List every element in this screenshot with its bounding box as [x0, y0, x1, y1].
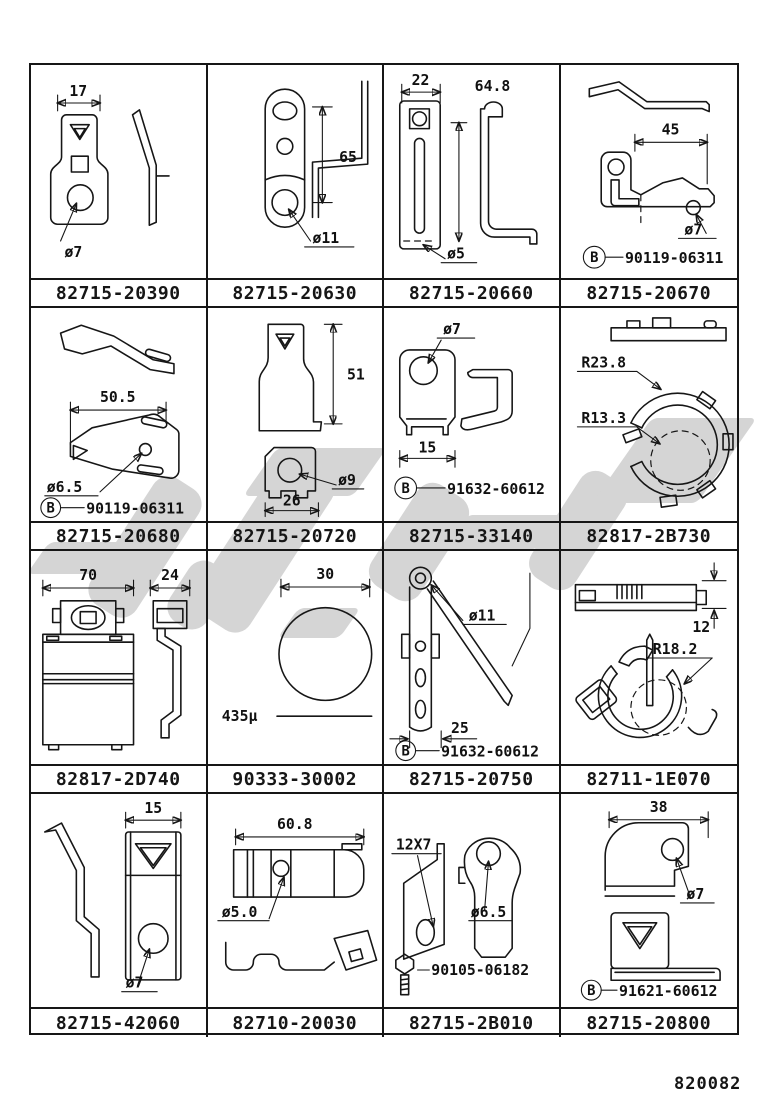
b-marker: B	[590, 250, 598, 266]
part-number-label: 82715-20800	[560, 1007, 737, 1037]
part-number-label: 82715-33140	[384, 521, 559, 549]
part-cell: 22 64.8 ø5 82715-20660	[384, 65, 561, 308]
part-drawing: ø7 15 B 91632-60612	[384, 308, 559, 521]
dim-label: 17	[69, 83, 87, 100]
dim-label: 12	[692, 618, 710, 636]
part-drawing: 45 ø7 B 90119-06311	[561, 65, 738, 278]
dim-label: 30	[316, 566, 334, 583]
part-drawing: 51 ø9 26	[208, 308, 383, 521]
dim-label: ø5	[447, 246, 465, 263]
b-ref-number: 91632-60612	[447, 481, 545, 498]
part-drawing: 70 24	[31, 551, 206, 764]
part-number-label: 82715-2B010	[384, 1007, 559, 1037]
dim-label: ø11	[312, 230, 339, 247]
part-cell: 12X7 ø6.5	[384, 794, 561, 1037]
part-number-label: 82817-2D740	[31, 764, 206, 792]
part-number-label: 82715-20750	[384, 764, 559, 792]
dim-label: 60.8	[276, 816, 312, 833]
part-number-label: 82715-20680	[31, 521, 206, 549]
b-ref-number: 91621-60612	[619, 982, 717, 1000]
b-ref-number: 90119-06311	[624, 249, 722, 267]
dim-label: 45	[661, 120, 679, 138]
dim-label: ø7	[443, 321, 461, 338]
dim-label: 435µ	[221, 708, 257, 725]
part-drawing: R23.8 R13.3	[561, 308, 738, 521]
parts-grid: 17 ø7 82715-20390	[29, 63, 739, 1037]
dim-label: 12X7	[396, 837, 432, 854]
dim-label: ø7	[65, 244, 83, 261]
part-drawing: ø11 25 B 91632-60612	[384, 551, 559, 764]
bolt-ref-number: 90105-06182	[431, 962, 529, 979]
dim-label: 64.8	[475, 78, 511, 95]
part-cell: 65 ø11 82715-20630	[207, 65, 384, 308]
dim-label: ø5.0	[221, 904, 257, 921]
part-cell: 50.5 ø6.5 B 90119-06311 82715-20680	[31, 308, 208, 551]
part-cell: ø7 15 B 91632-60612 82715-33140	[384, 308, 561, 551]
part-drawing: 17 ø7	[31, 65, 206, 278]
part-number-label: 82715-20390	[31, 278, 206, 306]
part-cell: 60.8 ø5.0 82710-20030	[207, 794, 384, 1037]
dim-label: 15	[144, 800, 162, 817]
part-drawing: 12X7 ø6.5	[384, 794, 559, 1007]
part-drawing: 60.8 ø5.0	[208, 794, 383, 1007]
dim-label: ø6.5	[47, 479, 83, 496]
part-drawing: 50.5 ø6.5 B 90119-06311	[31, 308, 206, 521]
dim-label: 26	[282, 493, 300, 510]
dim-label: ø7	[684, 220, 702, 238]
page-code: 820082	[674, 1074, 742, 1094]
b-ref-number: 90119-06311	[86, 501, 184, 518]
b-marker: B	[402, 481, 410, 497]
part-number-label: 82710-20030	[207, 1007, 382, 1037]
part-drawing: 30 435µ	[208, 551, 383, 764]
part-number-label: 82715-20720	[207, 521, 382, 549]
part-number-label: 82711-1E070	[560, 764, 737, 792]
part-cell: 12 R18.2 82711-1E070	[560, 551, 738, 794]
dim-label: 15	[418, 439, 436, 456]
part-drawing: 12 R18.2	[561, 551, 738, 764]
part-number-label: 82817-2B730	[560, 521, 737, 549]
part-cell: 30 435µ 90333-30002	[207, 551, 384, 794]
dim-label: 38	[649, 798, 667, 816]
part-cell: R23.8 R13.3 82817-2B730	[560, 308, 738, 551]
part-drawing: 22 64.8 ø5	[384, 65, 559, 278]
dim-label: ø7	[686, 885, 704, 903]
part-drawing: 15 ø7	[31, 794, 206, 1007]
bolt-icon	[395, 953, 415, 996]
dim-label: 50.5	[100, 389, 136, 406]
dim-label: 25	[451, 720, 469, 737]
dim-label: R18.2	[652, 640, 697, 658]
part-cell: 15 ø7 82715-42060	[31, 794, 208, 1037]
dim-label: R23.8	[581, 353, 626, 371]
dim-label: ø6.5	[471, 904, 507, 921]
part-drawing: 65 ø11	[208, 65, 383, 278]
part-cell: 45 ø7 B 90119-06311 82715-20670	[560, 65, 738, 308]
part-cell: 70 24 82817-2D740	[31, 551, 208, 794]
part-number-label: 82715-42060	[31, 1007, 206, 1037]
dim-label: 70	[79, 567, 97, 584]
part-cell: 17 ø7 82715-20390	[31, 65, 208, 308]
b-marker: B	[587, 983, 595, 999]
dim-label: ø7	[126, 975, 144, 992]
b-marker: B	[47, 501, 55, 517]
part-cell: 38 ø7 B 91621-60612 82715-2	[560, 794, 738, 1037]
dim-label: 51	[347, 367, 365, 384]
part-number-label: 82715-20670	[560, 278, 737, 306]
part-number-label: 82715-20660	[384, 278, 559, 306]
dim-label: 65	[339, 149, 357, 166]
dim-label: 22	[412, 72, 430, 89]
dim-label: 24	[161, 567, 179, 584]
b-marker: B	[402, 744, 410, 760]
part-drawing: 38 ø7 B 91621-60612	[561, 794, 738, 1007]
part-number-label: 90333-30002	[207, 764, 382, 792]
dim-label: R13.3	[581, 409, 626, 427]
part-number-label: 82715-20630	[207, 278, 382, 306]
part-cell: 51 ø9 26 82715-20720	[207, 308, 384, 551]
dim-label: ø9	[338, 472, 356, 489]
dim-label: ø11	[469, 608, 496, 625]
part-cell: ø11 25 B 91632-60612 82715-20750	[384, 551, 561, 794]
b-ref-number: 91632-60612	[441, 744, 539, 761]
